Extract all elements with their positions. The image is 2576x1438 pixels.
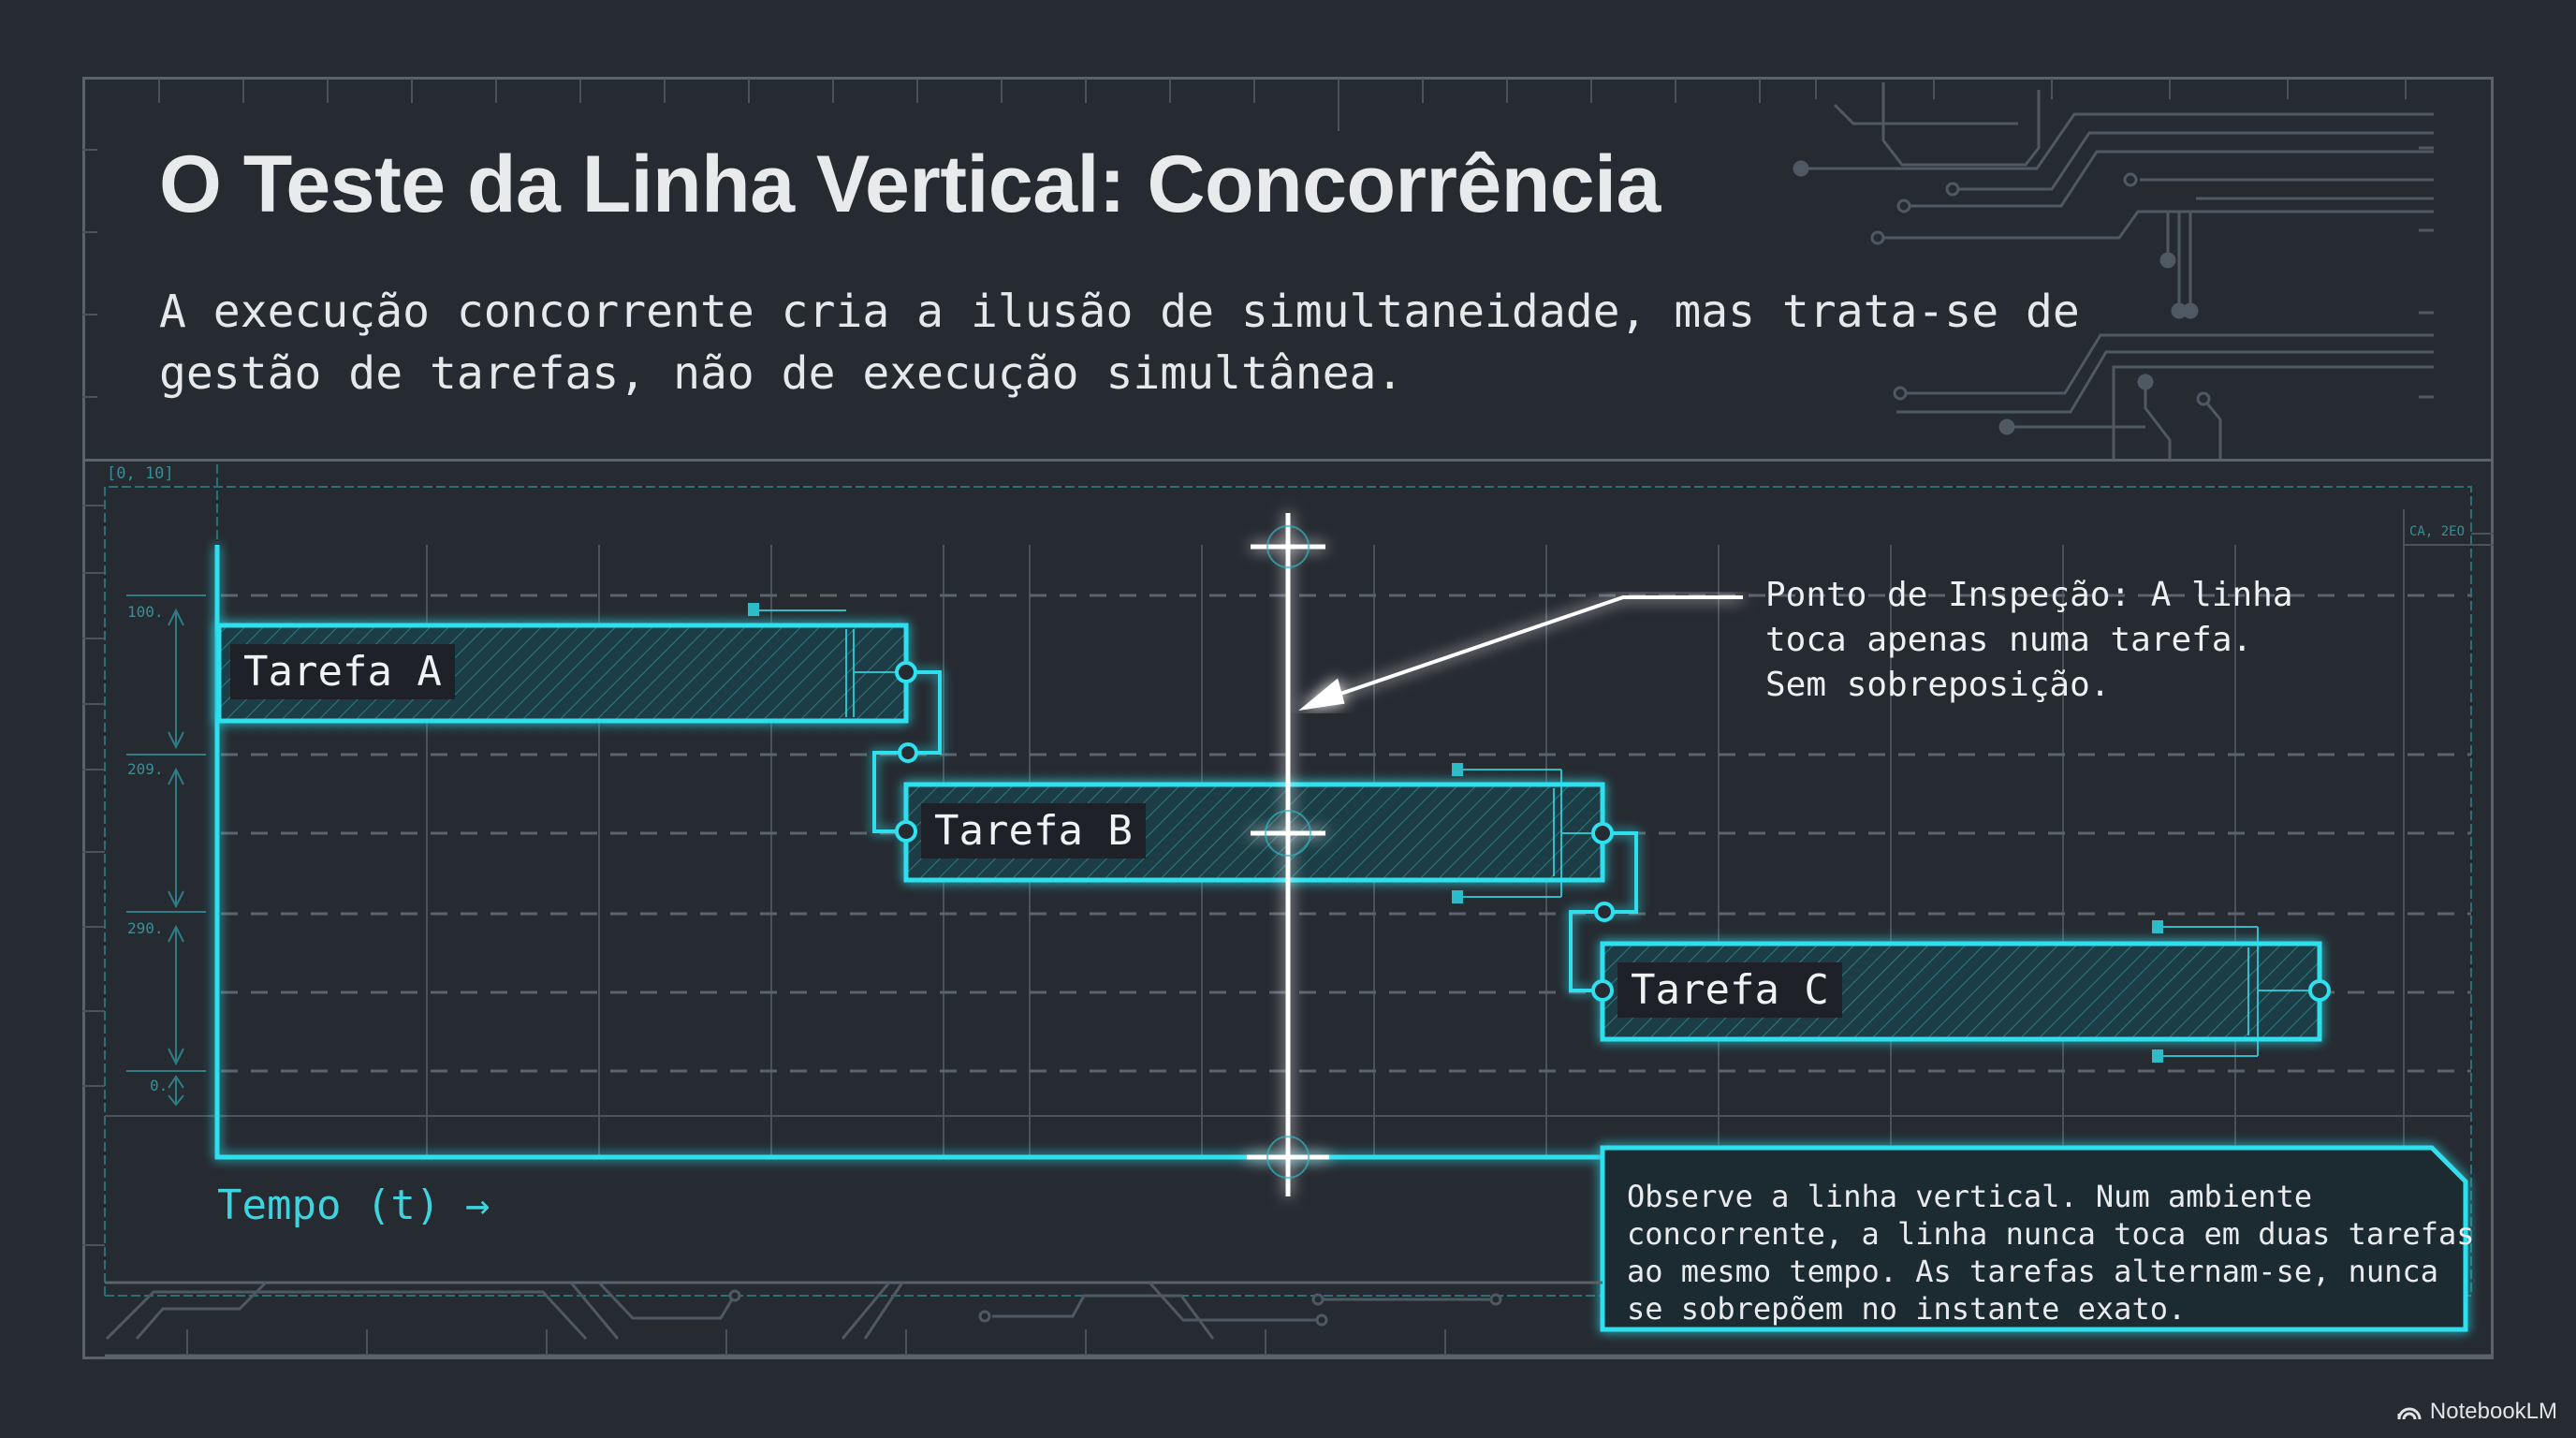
circuit-nodes [1793, 160, 2211, 435]
inspection-note: Ponto de Inspeção: A linha toca apenas n… [1765, 573, 2364, 708]
callout-line: Observe a linha vertical. Num ambiente [1627, 1179, 2313, 1214]
connector-nodes [895, 661, 2331, 1002]
dimension-label: 100. [127, 603, 164, 621]
dimension-label: 209. [127, 760, 164, 778]
circuit-decoration-top [1801, 82, 2434, 459]
range-label-top-left: [0, 10] [107, 464, 174, 483]
subtitle-line: A execução concorrente cria a ilusão de … [159, 286, 2080, 338]
callout-line: concorrente, a linha nunca toca em duas … [1627, 1216, 2475, 1252]
circuit-decoration-bottom [105, 1281, 2494, 1357]
subtitle-line: gestão de tarefas, não de execução simul… [159, 347, 1404, 400]
outer-frame [82, 77, 2494, 1359]
chart-axes [214, 545, 1601, 1160]
notebooklm-watermark: NotebookLM [2396, 1399, 2557, 1425]
callout-line: se sobrepõem no instante exato. [1627, 1291, 2187, 1327]
header-divider [82, 459, 2494, 462]
x-axis-label: Tempo (t) → [217, 1181, 490, 1229]
brand-name: NotebookLM [2429, 1399, 2557, 1424]
inspection-note-line: Ponto de Inspeção: A linha [1765, 576, 2293, 614]
notebooklm-logo-icon [2397, 1407, 2422, 1420]
callout-box [1600, 1145, 2468, 1332]
dimension-label: 290. [127, 919, 164, 937]
task-bar-a [216, 623, 909, 724]
inspection-note-line: toca apenas numa tarefa. [1765, 621, 2253, 659]
inspection-pointer-arrow [1298, 595, 1743, 712]
task-label-a: Tarefa A [230, 644, 455, 699]
range-label-top-right: CA, 2EO [2409, 524, 2466, 539]
inspection-note-line: Sem sobreposição. [1765, 666, 2111, 704]
top-ruler [158, 79, 2407, 131]
page-title: O Teste da Linha Vertical: Concorrência [159, 139, 1661, 229]
inspection-markers [1265, 525, 1311, 1179]
task-label-b: Tarefa B [921, 803, 1146, 858]
circuit-nodes-bottom [728, 1289, 1502, 1327]
bottom-ruler [186, 1329, 1446, 1356]
left-ruler [82, 149, 105, 1246]
bar-internal-markers [748, 603, 2308, 1063]
callout-text: Observe a linha vertical. Num ambiente c… [1627, 1178, 2475, 1328]
dimension-label: 0. [150, 1077, 168, 1094]
callout-line: ao mesmo tempo. As tarefas alternam-se, … [1627, 1254, 2438, 1289]
page-subtitle: A execução concorrente cria a ilusão de … [159, 281, 2218, 404]
task-label-c: Tarefa C [1617, 962, 1842, 1018]
dimension-arrows [126, 594, 206, 1107]
